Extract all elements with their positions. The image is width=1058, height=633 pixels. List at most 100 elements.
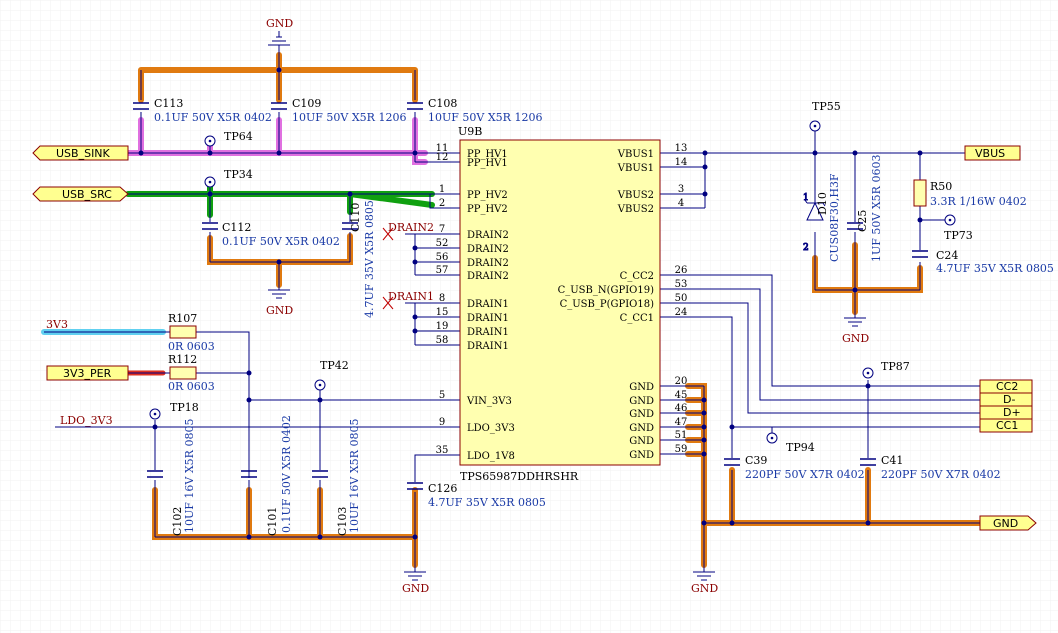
c108-ref: C108 [428,97,457,110]
junctions [138,67,923,540]
ic-pin-number: 51 [675,430,688,441]
ic-pin-number: 35 [436,445,449,456]
port-3v3-per[interactable]: 3V3_PER [46,365,129,381]
ic-pin-number: 4 [678,198,684,209]
port-usb-sink-label: USB_SINK [56,147,111,160]
ic-pin-name: VBUS1 [617,163,654,174]
port-gnd-label: GND [993,517,1018,530]
ic-pin-name: DRAIN1 [467,341,509,352]
port-d-plus[interactable]: D+ [979,405,1033,420]
c24-value: 4.7UF 35V X5R 0805 [936,262,1054,275]
ic-pin-name: PP_HV1 [467,158,508,169]
tp73-label: TP73 [944,229,973,242]
net-label-3v3: 3V3 [46,318,68,331]
c102-value: 10UF 16V X5R 0805 [183,419,196,533]
c110-ref: C110 [349,203,362,232]
port-d-minus[interactable]: D- [979,392,1033,407]
port-cc1-label: CC1 [996,419,1018,432]
ic-pin-number: 11 [436,143,449,154]
c41-value: 220PF 50V X7R 0402 [881,468,1001,481]
ic-pin-number: 9 [439,417,445,428]
port-gnd[interactable]: GND [979,515,1037,531]
no-connect-markers [382,227,394,310]
ic-u9b[interactable]: U9B TPS65987DDHRSHR 11PP_HV112PP_HV11PP_… [436,125,688,483]
c112-value: 0.1UF 50V X5R 0402 [222,235,340,248]
c102-ref: C102 [171,507,184,536]
port-usb-src-label: USB_SRC [62,188,112,201]
port-cc2[interactable]: CC2 [979,379,1033,394]
wires [44,45,980,572]
r107-ref: R107 [168,312,197,325]
c39-value: 220PF 50V X7R 0402 [745,468,865,481]
ic-pin-name: LDO_1V8 [467,451,515,462]
d10-ref: D10 [816,192,829,215]
net-label-drain1: DRAIN1 [388,290,434,303]
ic-pin-number: 56 [436,252,449,263]
ic-pin-name: GND [629,423,654,434]
c25-ref: C25 [856,210,869,232]
port-d-minus-label: D- [1003,393,1015,406]
ic-pin-name: DRAIN1 [467,313,509,324]
c126-value: 4.7UF 35V X5R 0805 [428,496,546,509]
gnd-label-diode: GND [842,332,869,345]
gnd-label-right: GND [691,582,718,595]
ic-pin-number: 59 [675,444,688,455]
gnd-label-top: GND [266,17,293,30]
tp87-label: TP87 [881,360,910,373]
testpoint-dots [153,124,952,440]
tp34-label: TP34 [224,168,253,181]
ic-pin-number: 12 [436,152,449,163]
port-usb-src[interactable]: USB_SRC [32,186,129,202]
port-vbus[interactable]: VBUS [964,145,1021,161]
diode-pin-2: 2 [803,243,809,253]
resistor-symbols [169,179,927,380]
c112-ref: C112 [222,221,251,234]
ic-pin-name: LDO_3V3 [467,423,515,434]
ic-pin-name: GND [629,409,654,420]
r112-ref: R112 [168,353,197,366]
tp94-label: TP94 [786,441,815,454]
ic-pin-number: 47 [675,417,688,428]
diode-pin-1: 1 [803,193,809,203]
ic-pin-number: 3 [678,184,684,195]
ic-pin-number: 5 [439,390,445,401]
ic-pin-name: VIN_3V3 [466,396,512,407]
c101-ref: C101 [266,507,279,536]
r112-value: 0R 0603 [168,380,215,393]
ic-pin-number: 50 [675,293,688,304]
c113-ref: C113 [154,97,183,110]
port-cc1[interactable]: CC1 [979,418,1033,433]
ic-pin-number: 13 [675,143,688,154]
gnd-label-mid: GND [266,304,293,317]
ic-pin-number: 45 [675,390,688,401]
gnd-symbols [268,31,866,581]
c24-ref: C24 [936,249,958,262]
ic-pin-number: 53 [675,279,688,290]
ic-pin-number: 7 [439,224,445,235]
ic-pin-name: VBUS1 [617,149,654,160]
r50-value: 3.3R 1/16W 0402 [930,195,1027,208]
ic-pin-number: 1 [439,184,445,195]
ic-ref: U9B [458,125,482,138]
ic-pin-name: GND [629,382,654,393]
ic-pin-number: 58 [436,335,449,346]
tp55-label: TP55 [812,100,841,113]
tp42-label: TP42 [320,359,349,372]
diode-d10: 1 2 [803,193,826,254]
ic-pin-name: PP_HV2 [467,190,508,201]
ic-pin-name: DRAIN2 [467,258,509,269]
ic-pin-name: VBUS2 [617,204,654,215]
ic-left-pins: 11PP_HV112PP_HV11PP_HV22PP_HV27DRAIN252D… [436,143,515,462]
ic-pin-number: 57 [436,265,449,276]
ic-right-pins: 13VBUS114VBUS13VBUS24VBUS226C_CC253C_USB… [558,143,688,461]
ic-pin-number: 15 [436,307,449,318]
ic-pin-name: C_USB_P(GPIO18) [560,299,654,310]
port-cc2-label: CC2 [996,380,1018,393]
ic-pin-number: 8 [439,293,445,304]
net-label-drain2: DRAIN2 [388,221,434,234]
ic-pin-name: DRAIN2 [467,244,509,255]
ic-pin-name: C_CC2 [620,271,654,282]
port-usb-sink[interactable]: USB_SINK [32,145,129,161]
ic-pin-number: 20 [675,376,688,387]
